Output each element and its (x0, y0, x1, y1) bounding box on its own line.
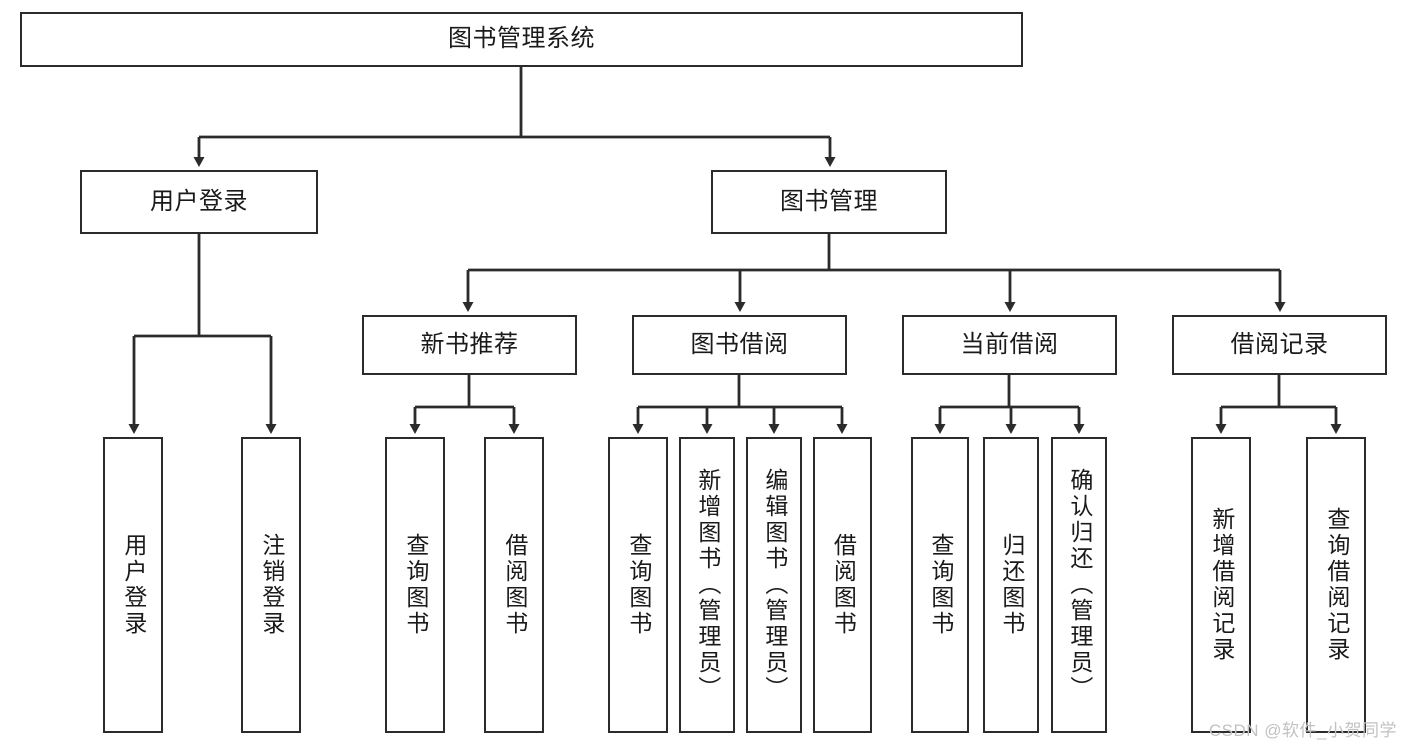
leaf-node-label: 查询借阅记录 (1323, 507, 1350, 663)
leaf-node[interactable]: 查询借阅记录 (1306, 437, 1366, 733)
leaf-node-label: 借阅图书 (830, 533, 857, 637)
leaf-node[interactable]: 确认归还（管理员） (1051, 437, 1107, 733)
leaf-node-label: 编辑图书（管理员） (761, 468, 788, 702)
leaf-node-label: 查询图书 (927, 533, 954, 637)
node-book-borrow[interactable]: 图书借阅 (632, 315, 847, 375)
node-user-login[interactable]: 用户登录 (80, 170, 318, 234)
leaf-node-label: 新增图书（管理员） (694, 468, 721, 702)
leaf-node[interactable]: 借阅图书 (484, 437, 544, 733)
leaf-node[interactable]: 注销登录 (241, 437, 301, 733)
leaf-node[interactable]: 借阅图书 (813, 437, 872, 733)
node-new-book-recommend-label: 新书推荐 (420, 330, 519, 358)
leaf-node[interactable]: 用户登录 (103, 437, 163, 733)
node-borrow-records[interactable]: 借阅记录 (1172, 315, 1387, 375)
node-current-borrow[interactable]: 当前借阅 (902, 315, 1117, 375)
leaf-node-label: 查询图书 (625, 533, 652, 637)
leaf-node[interactable]: 新增图书（管理员） (679, 437, 735, 733)
leaf-node[interactable]: 归还图书 (983, 437, 1039, 733)
leaf-node-label: 查询图书 (402, 533, 429, 637)
leaf-node-label: 注销登录 (258, 533, 285, 637)
leaf-node-label: 借阅图书 (501, 533, 528, 637)
leaf-node[interactable]: 新增借阅记录 (1191, 437, 1251, 733)
node-book-management-label: 图书管理 (780, 187, 878, 215)
node-new-book-recommend[interactable]: 新书推荐 (362, 315, 577, 375)
node-current-borrow-label: 当前借阅 (960, 330, 1059, 358)
node-borrow-records-label: 借阅记录 (1230, 330, 1329, 358)
leaf-node[interactable]: 编辑图书（管理员） (746, 437, 802, 733)
node-book-management[interactable]: 图书管理 (711, 170, 947, 234)
leaf-node[interactable]: 查询图书 (385, 437, 445, 733)
leaf-node[interactable]: 查询图书 (911, 437, 969, 733)
watermark-credit: CSDN @软件_小贺同学 (1208, 721, 1397, 740)
node-book-borrow-label: 图书借阅 (690, 330, 789, 358)
leaf-node[interactable]: 查询图书 (608, 437, 668, 733)
leaf-node-label: 新增借阅记录 (1208, 507, 1235, 663)
node-user-login-label: 用户登录 (150, 187, 248, 215)
leaf-node-label: 用户登录 (120, 533, 147, 637)
node-root-label: 图书管理系统 (448, 25, 595, 53)
leaf-node-label: 确认归还（管理员） (1066, 468, 1093, 702)
node-root[interactable]: 图书管理系统 (20, 12, 1023, 67)
leaf-node-label: 归还图书 (998, 533, 1025, 637)
